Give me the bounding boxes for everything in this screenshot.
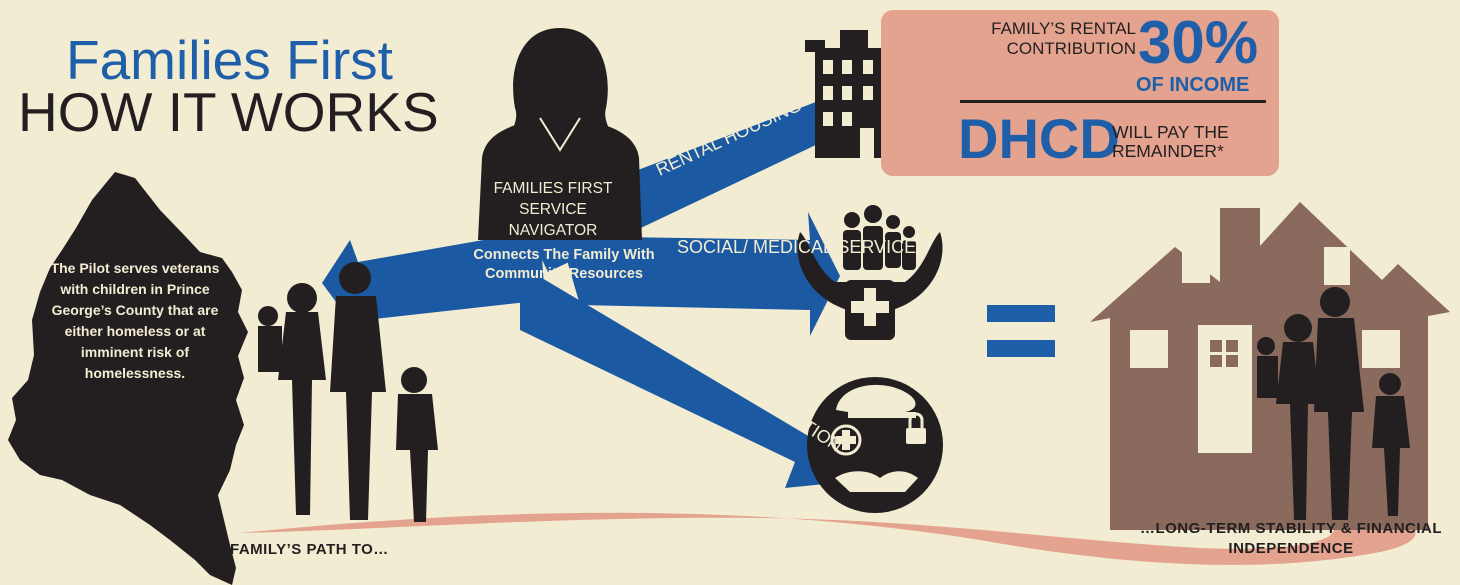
navigator-silhouette: [478, 28, 642, 240]
navigator-label: FAMILIES FIRST SERVICE NAVIGATOR: [493, 180, 613, 239]
equals-sign: [987, 305, 1055, 357]
panel-divider: [960, 100, 1266, 103]
path-end-label: …LONG-TERM STABILITY & FINANCIAL INDEPEN…: [1139, 520, 1443, 557]
agency-name: DHCD: [958, 107, 1120, 170]
connects-text: Connects The Family With Community Resou…: [473, 247, 655, 282]
path-start-label: FAMILY’S PATH TO…: [230, 541, 389, 558]
medical-cross-icon: [851, 288, 889, 326]
rental-percent: 30%: [1138, 9, 1259, 76]
pilot-description: The Pilot serves veterans with children …: [50, 260, 220, 381]
of-income-label: OF INCOME: [1136, 74, 1250, 96]
agency-pays-label: WILL PAY THE REMAINDER*: [1112, 122, 1229, 161]
rental-contribution-panel: [881, 10, 1279, 176]
arrow-training-education: [520, 265, 845, 488]
family-silhouette-left: [258, 262, 438, 522]
family-silhouette-right: [1257, 287, 1410, 520]
arrow-social-medical: [560, 212, 840, 336]
social-medical-label: SOCIAL/ MEDICAL SERVICES: [677, 237, 929, 257]
training-education-icon: [807, 377, 943, 513]
navigator-collar: [539, 117, 581, 152]
title-families-first: Families First: [66, 29, 393, 91]
rental-contribution-label: FAMILY’S RENTAL CONTRIBUTION: [991, 19, 1136, 58]
county-map-silhouette: [8, 172, 248, 585]
title-how-it-works: HOW IT WORKS: [18, 81, 439, 143]
family-path: [240, 455, 1416, 565]
